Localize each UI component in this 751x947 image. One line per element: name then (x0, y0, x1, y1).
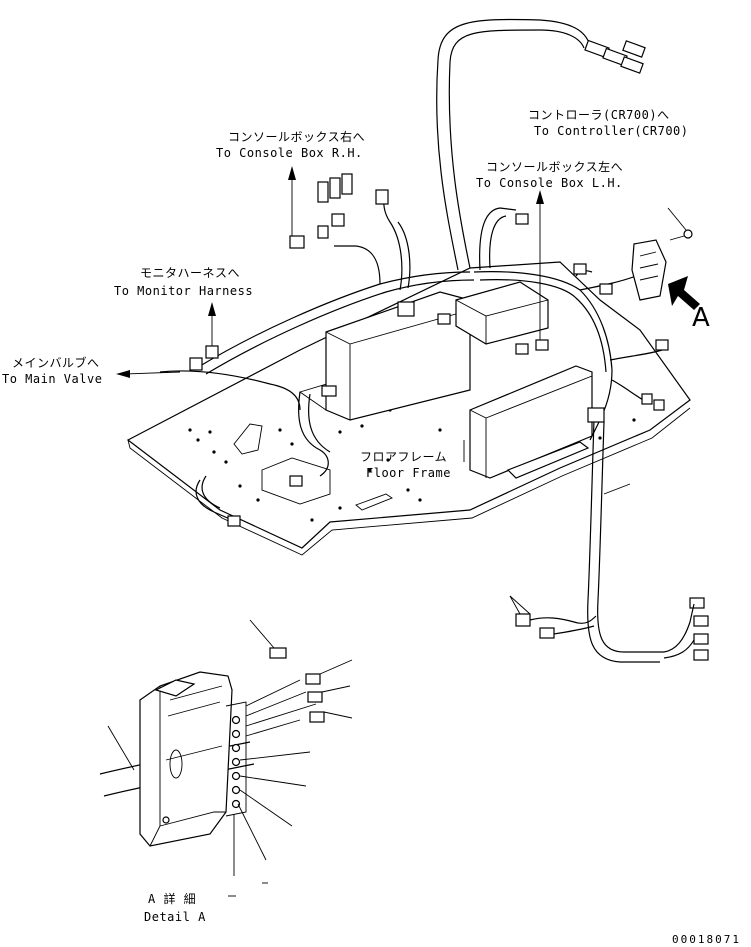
controller-label-jp: コントローラ(CR700)へ (528, 108, 670, 122)
controller-label-en: To Controller(CR700) (534, 124, 689, 138)
detail-a-title-jp: A 詳 細 (148, 892, 197, 906)
console-rh-label-en: To Console Box R.H. (216, 146, 363, 160)
view-a-marker: A (692, 303, 711, 333)
lower-right-branch (509, 595, 695, 659)
console-rh-label-jp: コンソールボックス右へ (228, 130, 366, 144)
floor-frame-label-jp: フロアフレーム (360, 450, 448, 464)
detail-a-title-en: Detail A (144, 910, 206, 924)
harness-cables (159, 18, 664, 663)
connector-assembly (631, 207, 693, 301)
console-lh-label-en: To Console Box L.H. (476, 176, 623, 190)
floor-frame-label-en: Floor Frame (366, 466, 451, 480)
connectors (189, 39, 709, 661)
view-arrow-icon (668, 276, 700, 310)
drawing-number: 00018071 (672, 933, 741, 946)
detail-a-drawing (99, 619, 353, 897)
monitor-harness-label-jp: モニタハーネスへ (140, 266, 241, 280)
leader-lines (116, 166, 631, 495)
console-lh-label-jp: コンソールボックス左へ (486, 160, 624, 174)
main-valve-label-en: To Main Valve (2, 372, 103, 386)
monitor-harness-label-en: To Monitor Harness (114, 284, 254, 298)
main-valve-label-jp: メインバルブへ (12, 356, 100, 370)
console-tray (325, 281, 593, 479)
